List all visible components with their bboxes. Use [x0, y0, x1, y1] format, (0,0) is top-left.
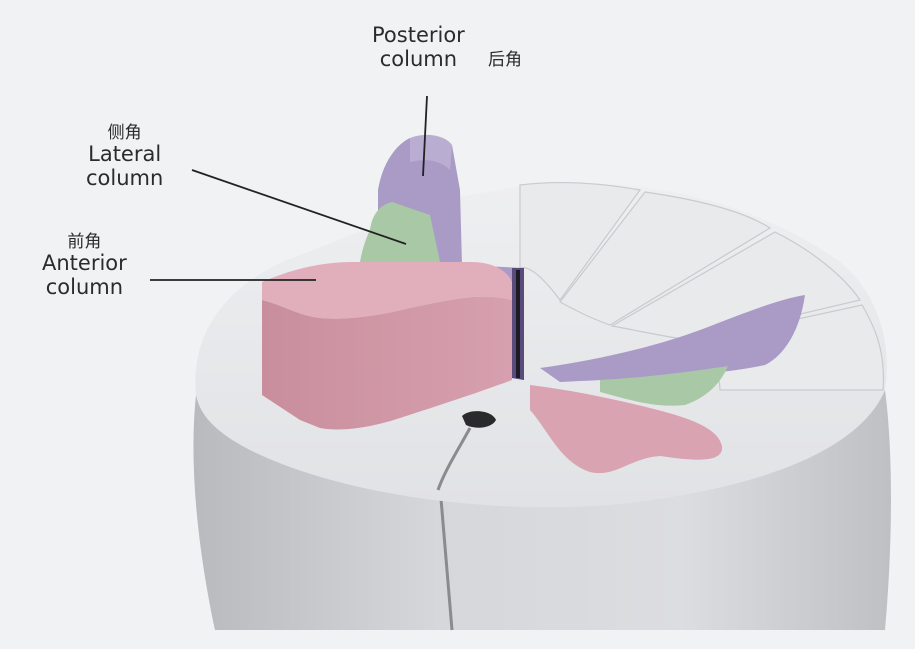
anterior-label-line2: column	[42, 276, 127, 300]
lateral-label-line1: Lateral	[86, 143, 163, 167]
posterior-label-zh: 后角	[488, 51, 522, 70]
gray-matter-column	[262, 135, 524, 430]
lateral-label-zh: 侧角	[86, 124, 163, 143]
anterior-column-label: 前角 Anterior column	[42, 233, 127, 299]
anterior-label-line1: Anterior	[42, 252, 127, 276]
lateral-column-label: 侧角 Lateral column	[86, 124, 163, 190]
posterior-label-line2: column	[372, 48, 465, 72]
lateral-label-line2: column	[86, 167, 163, 191]
posterior-label-line1: Posterior	[372, 24, 465, 48]
lateral-leader-line	[192, 170, 406, 244]
anterior-label-zh: 前角	[42, 233, 127, 252]
posterior-column-label: Posterior column 后角	[372, 24, 465, 71]
